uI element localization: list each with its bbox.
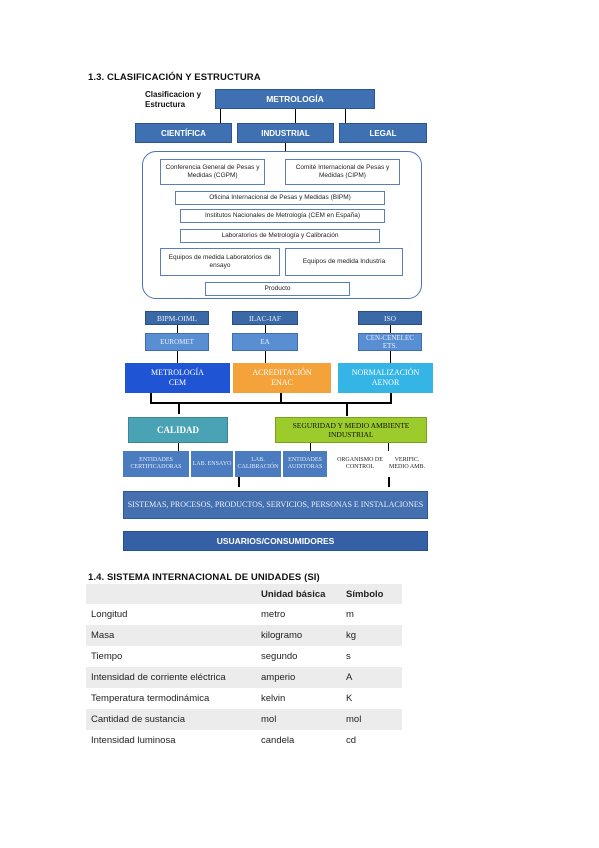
diagram-caption: Clasificacion y Estructura: [145, 90, 202, 109]
pillar-normalizacion: NORMALIZACIÓN AENOR: [338, 363, 433, 393]
si-units-table: Unidad básica Símbolo Longitud metro m M…: [86, 584, 402, 751]
seguridad-box: SEGURIDAD Y MEDIO AMBIENTE INDUSTRIAL: [275, 417, 427, 443]
cell-quantity: Longitud: [91, 609, 128, 620]
cgpm-box: Conferencia General de Pesas y Medidas (…: [160, 159, 265, 185]
table-row: Intensidad de corriente eléctrica amperi…: [86, 667, 402, 688]
cell-unit: kilogramo: [256, 625, 341, 646]
entity-auditoras: ENTIDADES AUDITORAS: [283, 451, 327, 477]
cell-symbol: mol: [341, 709, 402, 730]
cell-quantity: Intensidad de corriente eléctrica: [86, 667, 256, 688]
pillar-acreditacion-sub: ENAC: [271, 378, 293, 387]
org-bipm-oiml: BIPM-OIML: [145, 311, 209, 325]
cell-unit: segundo: [261, 651, 298, 662]
pillar-metrologia-sub: CEM: [168, 378, 187, 387]
pillar-acreditacion-title: ACREDITACIÓN: [252, 368, 312, 377]
cell-symbol: K: [346, 693, 353, 704]
pillar-metrologia: METROLOGÍA CEM: [125, 363, 230, 393]
equip-ind-box: Equipos de medida Industria: [285, 248, 403, 276]
pillar-normalizacion-sub: AENOR: [371, 378, 400, 387]
cell-unit: metro: [261, 609, 286, 620]
cell-quantity: Temperatura termodinámica: [91, 693, 210, 704]
table-row: Masa kilogramo kg: [86, 625, 402, 646]
cell-quantity: Masa: [86, 625, 256, 646]
calidad-box: CALIDAD: [128, 417, 228, 443]
branch-industrial: INDUSTRIAL: [237, 123, 334, 143]
cell-quantity: Tiempo: [91, 651, 123, 662]
table-row: Tiempo segundo s: [86, 646, 402, 667]
entity-organismo-control: ORGANISMO DE CONTROL: [335, 451, 385, 477]
table-header-row: Unidad básica Símbolo: [86, 584, 402, 604]
cell-symbol: cd: [346, 735, 357, 746]
cell-quantity: Cantidad de sustancia: [86, 709, 256, 730]
org-euromet: EUROMET: [145, 333, 209, 351]
cipm-box: Comité Internacional de Pesas y Medidas …: [285, 159, 400, 185]
systems-box: SISTEMAS, PROCESOS, PRODUCTOS, SERVICIOS…: [123, 491, 428, 519]
pillar-acreditacion: ACREDITACIÓN ENAC: [233, 363, 331, 393]
labs-box: Laboratorios de Metrología y Calibración: [180, 229, 380, 243]
pillar-normalizacion-title: NORMALIZACIÓN: [351, 368, 420, 377]
table-header-unit: Unidad básica: [256, 584, 341, 604]
cell-symbol: m: [346, 609, 354, 620]
entity-certificadoras: ENTIDADES CERTIFICADORAS: [123, 451, 189, 477]
cell-symbol: A: [341, 667, 402, 688]
entity-lab-calibracion: LAB. CALIBRACIÓN: [235, 451, 281, 477]
equip-lab-box: Equipos de medida Laboratorios de ensayo: [160, 248, 280, 276]
cell-unit: mol: [256, 709, 341, 730]
section-heading-1-3: 1.3. CLASIFICACIÓN Y ESTRUCTURA: [88, 72, 261, 83]
classification-diagram: Clasificacion y Estructura METROLOGÍA CI…: [120, 85, 433, 555]
org-ea: EA: [232, 333, 298, 351]
table-row: Temperatura termodinámica kelvin K: [86, 688, 402, 709]
section-heading-1-4: 1.4. SISTEMA INTERNACIONAL DE UNIDADES (…: [88, 572, 320, 583]
users-box: USUARIOS/CONSUMIDORES: [123, 531, 428, 551]
cell-unit: candela: [261, 735, 295, 746]
cell-unit: amperio: [256, 667, 341, 688]
table-header-symbol: Símbolo: [341, 584, 402, 604]
org-ilac-iaf: ILAC-IAF: [232, 311, 298, 325]
bipm-box: Oficina Internacional de Pesas y Medidas…: [175, 191, 385, 205]
cell-unit: kelvin: [261, 693, 286, 704]
cell-quantity: Intensidad luminosa: [91, 735, 176, 746]
branch-cientifica: CIENTÍFICA: [135, 123, 232, 143]
entity-verific-medio-amb: VERIFIC. MEDIO AMB.: [387, 451, 427, 477]
cell-symbol: kg: [341, 625, 402, 646]
branch-legal: LEGAL: [339, 123, 427, 143]
table-row: Cantidad de sustancia mol mol: [86, 709, 402, 730]
entity-lab-ensayo: LAB. ENSAYO: [191, 451, 233, 477]
table-row: Longitud metro m: [86, 604, 402, 625]
root-metrologia: METROLOGÍA: [215, 89, 375, 109]
product-box: Producto: [205, 282, 350, 296]
org-iso: ISO: [358, 311, 422, 325]
pillar-metrologia-title: METROLOGÍA: [151, 368, 204, 377]
hierarchy-container: [142, 151, 422, 299]
table-row: Intensidad luminosa candela cd: [86, 730, 402, 751]
cell-symbol: s: [346, 651, 351, 662]
org-cen-cenelec: CEN-CENELEC ETS.: [358, 333, 422, 351]
table-header-quantity: [86, 584, 256, 604]
nmi-box: Institutos Nacionales de Metrología (CEM…: [180, 209, 385, 223]
